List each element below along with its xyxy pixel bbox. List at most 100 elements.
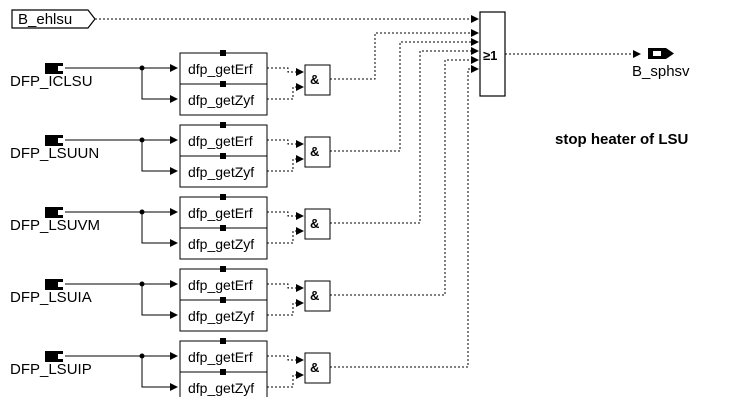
arrow-icon	[296, 83, 304, 91]
input-flag-inner	[58, 138, 65, 143]
block-marker-icon	[220, 194, 226, 200]
dfp-signal-label: DFP_LSUUN	[10, 145, 99, 162]
and-gate	[304, 280, 331, 312]
output-signal-label: B_sphsv	[632, 63, 690, 80]
dfp-signal-label: DFP_LSUIP	[10, 361, 92, 378]
and-output-wire	[330, 32, 478, 80]
zyf-input-wire	[141, 212, 177, 244]
and-gate-label: &	[310, 72, 319, 87]
dfp-signal-label: DFP_ICLSU	[10, 73, 93, 90]
get-erf-block	[179, 268, 268, 301]
zyf-output-wire	[267, 374, 303, 388]
output-arrow-icon	[666, 48, 674, 59]
and-gate-label: &	[310, 216, 319, 231]
block-marker-icon	[220, 122, 226, 128]
zyf-input-wire	[141, 356, 177, 388]
arrow-icon	[170, 239, 178, 247]
dfp-channels: DFP_ICLSUdfp_getErfdfp_getZyf&DFP_LSUUNd…	[10, 29, 479, 402]
arrow-icon	[170, 95, 178, 103]
get-zyf-block	[179, 299, 268, 332]
arrow-icon	[296, 356, 304, 364]
block-marker-icon	[220, 81, 226, 87]
arrow-icon	[296, 371, 304, 379]
get-zyf-label: dfp_getZyf	[188, 380, 254, 396]
input-flag-icon	[45, 135, 63, 146]
block-marker-icon	[220, 297, 226, 303]
arrow-icon	[296, 140, 304, 148]
arrow-icon	[633, 50, 641, 58]
get-erf-label: dfp_getErf	[188, 133, 253, 149]
get-zyf-label: dfp_getZyf	[188, 164, 254, 180]
input-flag-inner	[58, 282, 65, 287]
and-gate	[304, 136, 331, 168]
input-flag-icon	[45, 207, 63, 218]
dfp-signal-label: DFP_LSUIA	[10, 289, 92, 306]
input-flag-inner	[58, 66, 65, 71]
zyf-input-wire	[141, 284, 177, 316]
erf-output-wire	[267, 67, 303, 73]
get-zyf-block	[179, 83, 268, 116]
input-flag-inner	[58, 354, 65, 359]
and-output-wire	[330, 68, 478, 368]
block-marker-icon	[220, 50, 226, 56]
get-erf-block	[179, 196, 268, 229]
block-marker-icon	[220, 266, 226, 272]
get-erf-label: dfp_getErf	[188, 61, 253, 77]
top-input: B_ehlsu	[11, 9, 479, 29]
output-signal: B_sphsv	[632, 48, 690, 80]
get-erf-label: dfp_getErf	[188, 205, 253, 221]
input-flag-icon	[45, 279, 63, 290]
arrow-icon	[471, 15, 479, 23]
get-erf-label: dfp_getErf	[188, 349, 253, 365]
annotation-text: stop heater of LSU	[555, 131, 688, 148]
arrow-icon	[471, 65, 479, 73]
or-gate-label: ≥1	[483, 48, 497, 63]
zyf-input-wire	[141, 140, 177, 172]
and-gate-label: &	[310, 288, 319, 303]
input-flag-icon	[45, 351, 63, 362]
arrow-icon	[296, 227, 304, 235]
get-zyf-label: dfp_getZyf	[188, 92, 254, 108]
and-output-wire	[330, 50, 478, 224]
get-zyf-label: dfp_getZyf	[188, 308, 254, 324]
arrow-icon	[170, 383, 178, 391]
arrow-icon	[170, 167, 178, 175]
arrow-icon	[296, 155, 304, 163]
and-gate	[304, 352, 331, 384]
zyf-output-wire	[267, 302, 303, 316]
output-flag-inner	[653, 51, 661, 56]
and-gate	[304, 208, 331, 240]
get-erf-block	[179, 52, 268, 85]
input-flag-inner	[58, 210, 65, 215]
zyf-output-wire	[267, 230, 303, 244]
input-flag-icon	[45, 63, 63, 74]
and-gate	[304, 64, 331, 96]
input-signal-label: B_ehlsu	[18, 11, 72, 28]
arrow-icon	[170, 136, 178, 144]
arrow-icon	[170, 64, 178, 72]
erf-output-wire	[267, 139, 303, 145]
erf-output-wire	[267, 211, 303, 217]
arrow-icon	[170, 208, 178, 216]
block-marker-icon	[220, 225, 226, 231]
arrow-icon	[471, 29, 479, 37]
or-gate: ≥1	[479, 11, 640, 97]
arrow-icon	[170, 280, 178, 288]
arrow-icon	[296, 68, 304, 76]
input-signal-box	[11, 9, 96, 29]
arrow-icon	[170, 311, 178, 319]
erf-output-wire	[267, 355, 303, 361]
dfp-signal-label: DFP_LSUVM	[10, 217, 100, 234]
get-erf-label: dfp_getErf	[188, 277, 253, 293]
block-marker-icon	[220, 338, 226, 344]
erf-output-wire	[267, 283, 303, 289]
arrow-icon	[296, 299, 304, 307]
and-output-wire	[330, 41, 478, 152]
zyf-output-wire	[267, 86, 303, 100]
and-gate-label: &	[310, 360, 319, 375]
zyf-input-wire	[141, 68, 177, 100]
arrow-icon	[471, 38, 479, 46]
arrow-icon	[471, 47, 479, 55]
